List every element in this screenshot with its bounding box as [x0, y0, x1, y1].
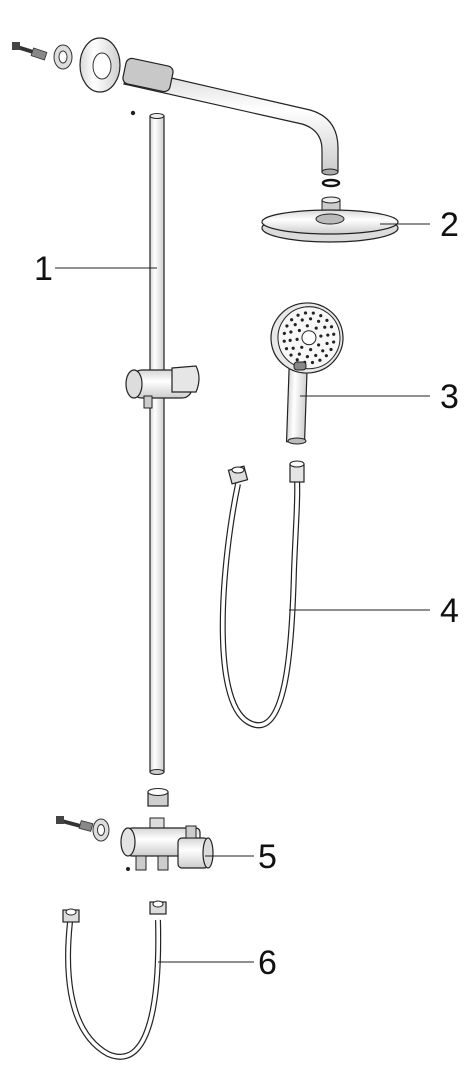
hand-shower-nozzles [282, 311, 336, 365]
nozzle-dot [325, 341, 329, 346]
nozzle-dot [288, 338, 292, 342]
callout-1: 1 [34, 250, 53, 288]
nozzle-dot [314, 326, 318, 330]
nozzle-dot [289, 330, 293, 334]
wall-screw-bottom [56, 816, 94, 832]
nozzle-dot [282, 339, 286, 343]
slide-rail [130, 110, 165, 775]
nozzle-dot [282, 331, 286, 336]
wall-flange [79, 37, 121, 93]
thermostatic-mixer [120, 817, 214, 871]
nozzle-dot [303, 311, 308, 315]
shower-arm [122, 57, 339, 176]
nozzle-dot [293, 323, 297, 327]
wall-anchor-bottom [92, 818, 110, 842]
nozzle-dot [314, 353, 318, 358]
connection-hose [62, 900, 167, 1060]
hose-conical-end [289, 460, 305, 483]
callout-3: 3 [440, 378, 459, 416]
overhead-shower-head [261, 196, 399, 243]
nozzle-dot [311, 311, 315, 315]
nozzle-dot [316, 343, 321, 347]
nozzle-dot [309, 348, 313, 352]
nozzle-dot [289, 353, 293, 357]
nozzle-dot [310, 360, 315, 365]
nozzle-dot [319, 334, 323, 338]
nozzle-dot [325, 318, 329, 322]
nozzle-dot [332, 332, 336, 336]
hand-shower [270, 302, 344, 445]
nozzle-dot [323, 325, 327, 329]
wall-screw-top [12, 42, 48, 61]
nozzle-dot [305, 324, 309, 328]
rail-slider-holder [125, 365, 200, 409]
nozzle-dot [316, 319, 321, 323]
callout-5: 5 [258, 838, 277, 876]
nozzle-dot [285, 324, 289, 328]
nozzle-dot [324, 354, 328, 358]
hose-nut-left [227, 465, 249, 485]
nozzle-dot [297, 328, 301, 333]
nozzle-dot [305, 355, 309, 359]
nozzle-dot [329, 325, 334, 329]
nozzle-dot [318, 358, 322, 362]
nozzle-dot [295, 337, 299, 341]
arm-washer [321, 178, 341, 188]
connection-hose-nut-right [149, 900, 167, 915]
nozzle-dot [332, 340, 336, 344]
wall-anchor-top [53, 44, 73, 70]
nozzle-dot [321, 349, 325, 353]
nozzle-dot [300, 318, 304, 322]
nozzle-dot [284, 347, 289, 351]
connection-hose-nut-left [62, 908, 80, 923]
callout-2: 2 [440, 206, 459, 244]
callout-4: 4 [440, 592, 459, 630]
callout-6: 6 [258, 944, 277, 982]
shower-hose [219, 460, 305, 728]
nozzle-dot [291, 346, 295, 350]
nozzle-dot [308, 317, 313, 321]
nozzle-dot [319, 314, 323, 318]
nozzle-dot [326, 333, 330, 337]
nozzle-dot [300, 345, 304, 349]
rail-coupling-nut [147, 788, 169, 807]
nozzle-dot [296, 313, 300, 317]
nozzle-dot [295, 358, 299, 362]
nozzle-dot [290, 318, 294, 322]
nozzle-dot [297, 352, 301, 356]
nozzle-dot [329, 347, 333, 352]
